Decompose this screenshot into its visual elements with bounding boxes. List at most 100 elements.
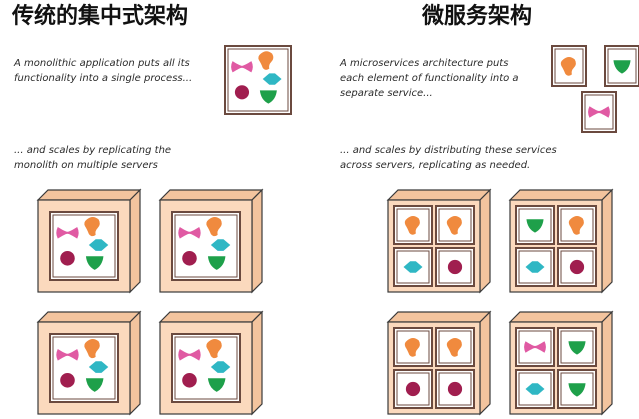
service-instance (393, 247, 433, 287)
microservice-server-2 (508, 188, 614, 294)
server-top (386, 311, 492, 323)
teal-diamond-icon (525, 261, 545, 273)
microservice-server-group (386, 188, 614, 416)
orange-blob-icon (404, 215, 420, 235)
service-instance (435, 247, 475, 287)
orange-blob-icon (84, 216, 100, 237)
microservice-boxes (551, 45, 639, 133)
monolith-application-box (224, 45, 292, 115)
server-side (129, 188, 141, 294)
green-shield-icon (207, 378, 226, 392)
microservices-heading: 微服务架构 (422, 4, 533, 29)
microservices-caption-process: A microservices architecture puts each e… (340, 58, 519, 99)
teal-diamond-icon (210, 361, 231, 373)
monolith-server-group (36, 188, 264, 416)
monolith-server-1 (36, 188, 142, 294)
green-shield-icon (568, 383, 586, 397)
teal-diamond-icon (525, 383, 545, 395)
green-shield-icon (259, 90, 277, 104)
service-instance (557, 205, 597, 245)
crimson-circle-icon (569, 259, 585, 275)
orange-blob-icon (446, 215, 462, 235)
microservice-server-4 (508, 310, 614, 416)
orange-blob-icon (446, 337, 462, 357)
server-top (508, 189, 614, 201)
pink-bowtie-icon (588, 106, 610, 118)
monolith-server-4 (158, 310, 264, 416)
server-top (158, 311, 264, 323)
server-top (36, 311, 142, 323)
service-pink-bowtie (581, 91, 617, 133)
orange-blob-icon (84, 338, 100, 359)
service-instance (557, 369, 597, 409)
server-top (386, 189, 492, 201)
crimson-circle-icon (60, 250, 75, 266)
replicated-monolith (49, 211, 119, 281)
teal-diamond-icon (262, 73, 282, 85)
pink-bowtie-icon (56, 226, 79, 239)
monolith-caption-process: A monolithic application puts all its fu… (14, 58, 193, 84)
monolith-caption-scaling: ... and scales by replicating the monoli… (14, 145, 172, 171)
service-instance (515, 327, 555, 367)
replicated-monolith (49, 333, 119, 403)
monolith-heading: 传统的集中式架构 (12, 4, 189, 29)
orange-blob-icon (258, 51, 274, 70)
crimson-circle-icon (60, 372, 75, 388)
teal-diamond-icon (88, 239, 109, 251)
service-instance (393, 205, 433, 245)
green-shield-icon (613, 60, 631, 74)
monolith-server-2 (158, 188, 264, 294)
microservices-caption-scaling: ... and scales by distributing these ser… (340, 145, 557, 171)
service-green-shield (604, 45, 639, 87)
crimson-circle-icon (405, 381, 421, 397)
server-side (129, 310, 141, 416)
server-top (158, 189, 264, 201)
microservice-server-3 (386, 310, 492, 416)
orange-blob-icon (568, 215, 584, 235)
server-side (479, 310, 491, 416)
pink-bowtie-icon (178, 226, 201, 239)
server-side (479, 188, 491, 294)
orange-blob-icon (560, 56, 576, 76)
service-instance (435, 327, 475, 367)
orange-blob-icon (206, 338, 222, 359)
service-instance (557, 327, 597, 367)
monolith-application (224, 45, 292, 115)
microservice-server-1 (386, 188, 492, 294)
crimson-circle-icon (447, 259, 463, 275)
pink-bowtie-icon (231, 61, 253, 73)
server-side (251, 310, 263, 416)
pink-bowtie-icon (524, 341, 546, 353)
replicated-monolith (171, 333, 241, 403)
service-instance (393, 369, 433, 409)
service-instance (515, 205, 555, 245)
service-instance (515, 369, 555, 409)
green-shield-icon (85, 256, 104, 270)
service-instance (393, 327, 433, 367)
server-top (508, 311, 614, 323)
pink-bowtie-icon (56, 348, 79, 361)
crimson-circle-icon (447, 381, 463, 397)
teal-diamond-icon (210, 239, 231, 251)
crimson-circle-icon (234, 85, 250, 100)
server-side (601, 188, 613, 294)
teal-diamond-icon (403, 261, 423, 273)
crimson-circle-icon (182, 372, 197, 388)
replicated-monolith (171, 211, 241, 281)
service-instance (515, 247, 555, 287)
crimson-circle-icon (182, 250, 197, 266)
server-side (251, 188, 263, 294)
green-shield-icon (85, 378, 104, 392)
green-shield-icon (207, 256, 226, 270)
service-orange-blob (551, 45, 587, 87)
pink-bowtie-icon (178, 348, 201, 361)
server-side (601, 310, 613, 416)
monolith-server-3 (36, 310, 142, 416)
green-shield-icon (526, 219, 544, 233)
green-shield-icon (568, 341, 586, 355)
service-instance (435, 369, 475, 409)
service-instance (557, 247, 597, 287)
teal-diamond-icon (88, 361, 109, 373)
orange-blob-icon (206, 216, 222, 237)
